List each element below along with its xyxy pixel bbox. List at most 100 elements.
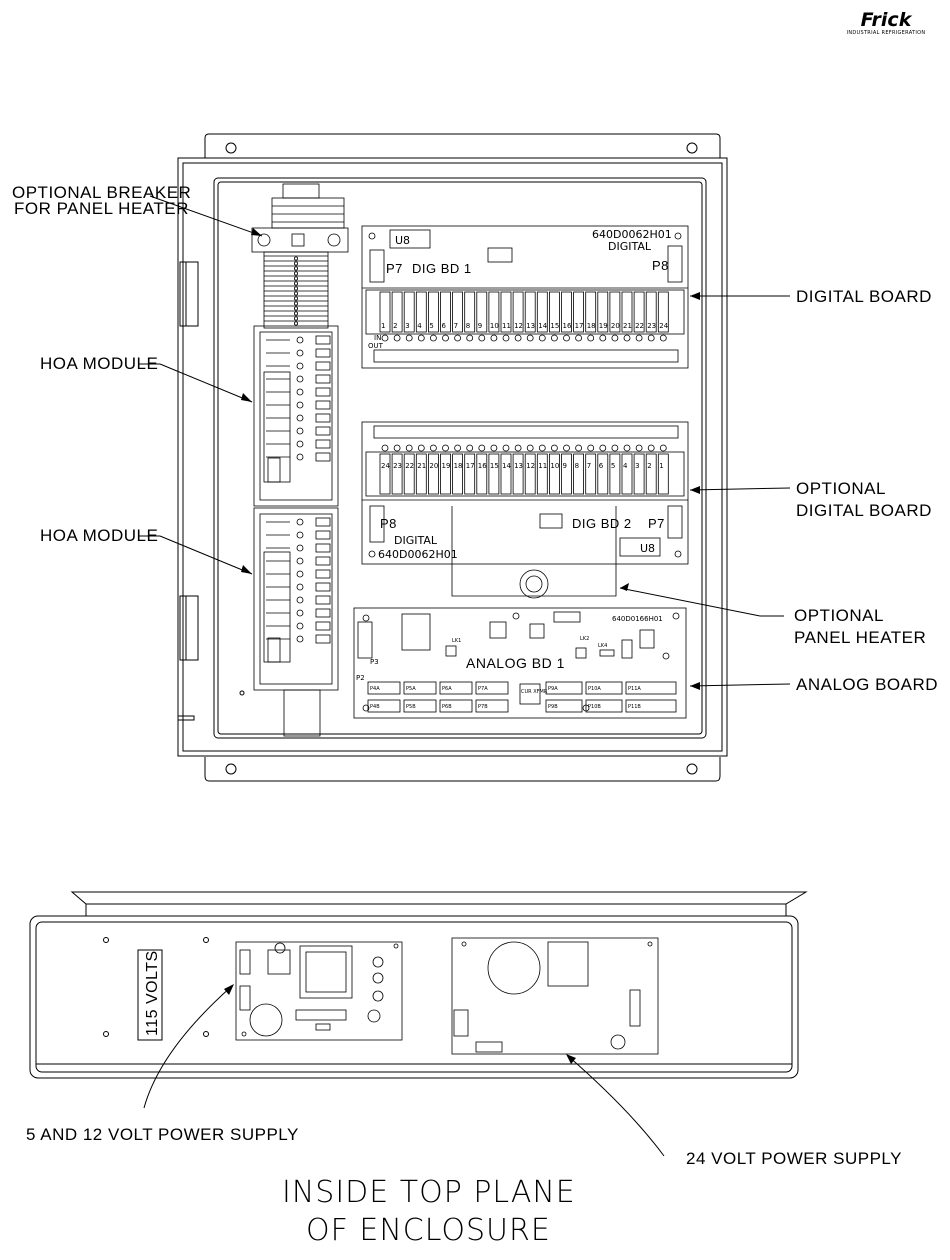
io-module-slot <box>391 453 403 495</box>
analog-connector-label: P9B <box>548 704 558 710</box>
hoa-switch <box>315 634 331 644</box>
terminal-screw <box>293 306 298 311</box>
dig1-u8-box <box>389 229 431 249</box>
enclosure <box>177 133 728 782</box>
io-module-slot <box>524 453 536 495</box>
analog-name: ANALOG BD 1 <box>466 655 565 671</box>
bottom-callout-arrowheads <box>224 984 576 1064</box>
analog-connector-label: P6B <box>442 704 452 710</box>
dig1-p7: P7 <box>386 261 403 276</box>
channel-number: 24 <box>381 462 390 470</box>
dig1-part: 640D0062H01 <box>592 228 672 241</box>
digital-board-1-labels: U8 P7 DIG BD 1 P8 640D0062H01 DIGITAL IN… <box>368 228 672 350</box>
hoa-led <box>296 596 304 604</box>
io-module-slot <box>464 291 476 333</box>
dig2-p7: P7 <box>648 516 665 531</box>
analog-lk1: LK1 <box>452 638 461 644</box>
hoa-switch <box>315 556 331 566</box>
io-module-slot <box>379 291 391 333</box>
hoa-switch <box>315 439 331 449</box>
channel-led <box>417 444 425 452</box>
io-module-slot <box>585 291 597 333</box>
channel-number: 18 <box>587 322 596 330</box>
io-module-slot <box>633 291 645 333</box>
hoa-led <box>296 427 304 435</box>
channel-led <box>502 334 510 342</box>
analog-connector-label: P6A <box>442 686 452 692</box>
callout-digital-board: DIGITAL BOARD <box>796 287 932 306</box>
hoa-switch <box>315 621 331 631</box>
channel-led <box>551 444 558 452</box>
io-module-slot <box>633 453 645 495</box>
hoa-led <box>296 544 304 552</box>
io-module-slot <box>657 453 669 495</box>
dig1-out: OUT <box>368 342 384 350</box>
hoa-led <box>296 375 304 383</box>
panel-heater-breaker <box>251 227 349 253</box>
io-module-slot <box>391 291 403 333</box>
callout-lines <box>138 195 791 687</box>
channel-led <box>405 334 413 342</box>
callout-opt-digital-line1: OPTIONAL <box>796 479 886 498</box>
hoa-switch <box>315 582 331 592</box>
hoa-switch <box>315 413 331 423</box>
analog-lk2: LK2 <box>580 636 589 642</box>
io-module-slot <box>440 291 451 333</box>
channel-led <box>442 334 449 342</box>
hoa-led <box>296 362 304 370</box>
channel-led <box>393 444 401 452</box>
digital-board-2-labels: U8 P7 DIG BD 2 P8 640D0062H01 DIGITAL 24… <box>378 462 665 561</box>
io-module-slot <box>452 453 464 495</box>
hoa-led <box>296 388 304 396</box>
channel-led <box>429 334 437 342</box>
dig2-u8: U8 <box>640 542 655 555</box>
analog-connector-top <box>475 681 509 695</box>
dig1-type: DIGITAL <box>608 240 652 253</box>
io-module-slot <box>536 453 548 495</box>
analog-connector-top <box>585 681 623 695</box>
title-line1: INSIDE TOP PLANE <box>282 1175 576 1210</box>
analog-p2-header <box>357 621 373 659</box>
callout-breaker-line1: OPTIONAL BREAKER <box>12 183 191 202</box>
channel-number: 12 <box>526 462 535 470</box>
inner-panel <box>213 177 707 739</box>
analog-connector-label: P4B <box>370 704 380 710</box>
channel-led <box>429 444 437 452</box>
dig1-in: IN <box>374 334 381 342</box>
terminal-screw <box>293 271 298 276</box>
channel-led <box>514 444 522 452</box>
channel-led <box>563 334 570 342</box>
channel-number: 8 <box>466 322 470 330</box>
analog-part: 640D0166H01 <box>612 615 663 623</box>
channel-led <box>623 334 631 342</box>
channel-led <box>611 334 619 342</box>
frick-logo: Frick INDUSTRIAL REFRIGERATION <box>846 10 926 44</box>
channel-number: 1 <box>381 322 385 330</box>
channel-led <box>587 334 595 342</box>
analog-cur-xfmr <box>519 683 541 705</box>
channel-led <box>635 444 643 452</box>
hoa-led <box>296 609 304 617</box>
analog-connector-bottom <box>625 699 677 713</box>
analog-connector-label: P10B <box>588 704 601 710</box>
io-module-slot <box>440 453 451 495</box>
io-module-slot <box>573 453 584 495</box>
analog-board <box>353 607 687 719</box>
hoa-switch <box>315 530 331 540</box>
channel-led <box>405 444 413 452</box>
channel-led <box>526 334 534 342</box>
channel-led <box>623 444 631 452</box>
channel-number: 22 <box>405 462 414 470</box>
channel-number: 17 <box>466 462 475 470</box>
channel-led <box>599 334 607 342</box>
callout-arrowheads <box>241 228 700 690</box>
io-module-slot <box>476 453 488 495</box>
callout-opt-heater-line1: OPTIONAL <box>794 606 884 625</box>
hoa-led <box>296 440 304 448</box>
channel-led <box>526 444 534 452</box>
logo-subtitle: INDUSTRIAL REFRIGERATION <box>846 30 926 36</box>
channel-number: 5 <box>429 322 433 330</box>
channel-led <box>442 444 449 452</box>
channel-number: 17 <box>575 322 584 330</box>
channel-led <box>490 334 498 342</box>
